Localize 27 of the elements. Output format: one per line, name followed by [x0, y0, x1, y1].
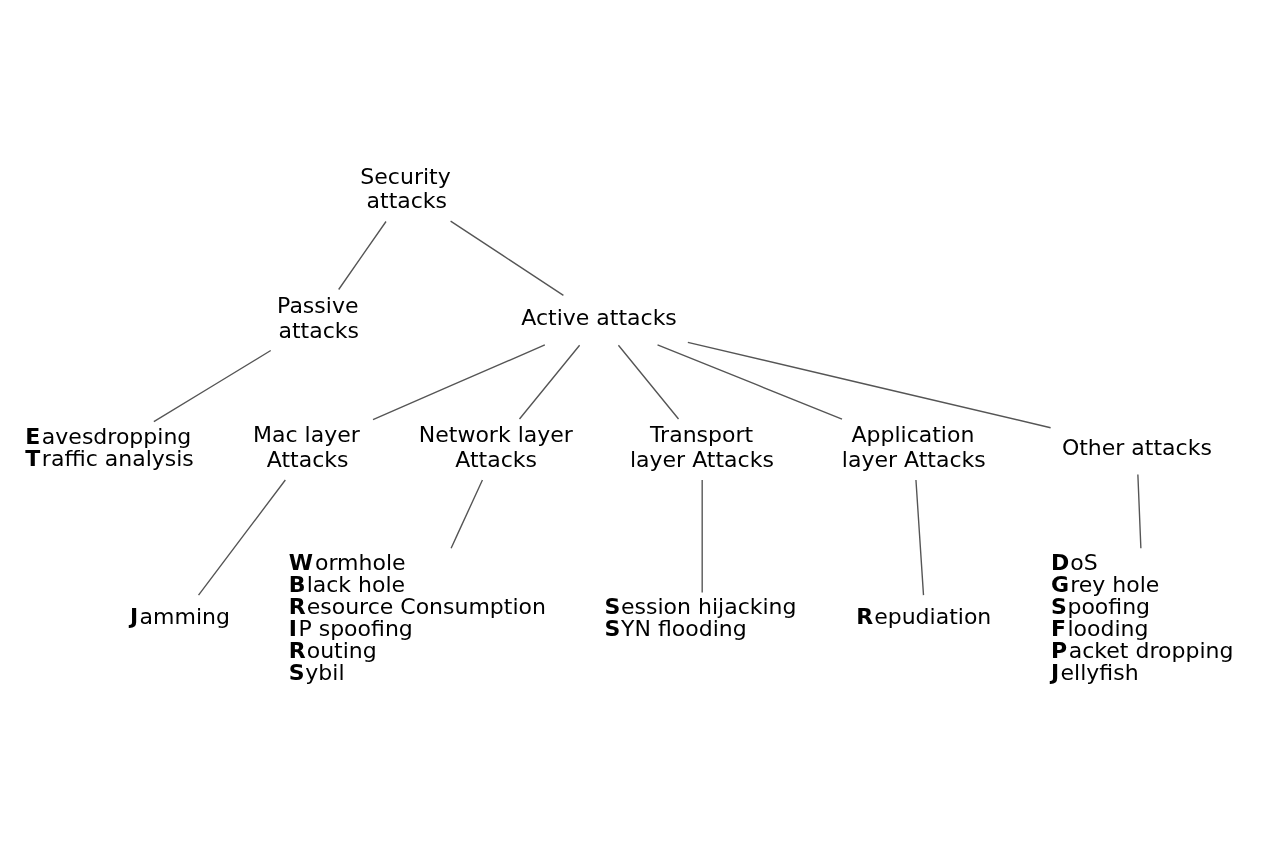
- node-text: Wormhole Black hole Resource Consumption IP spoofing Routing Sybil: [288, 549, 546, 685]
- connector: [338, 220, 387, 290]
- node-text: Mac layer Attacks: [253, 421, 360, 472]
- connector: [915, 478, 925, 596]
- node-text: Active attacks: [521, 304, 677, 330]
- connector: [153, 349, 272, 422]
- connector: [372, 343, 546, 420]
- connector: [687, 341, 1052, 428]
- node-text: Security attacks: [360, 163, 451, 213]
- connector: [450, 478, 484, 549]
- connector: [197, 478, 286, 596]
- node-text: Network layer Attacks: [418, 421, 573, 472]
- node-text: Application layer Attacks: [841, 421, 986, 472]
- node-text: Passive attacks: [277, 292, 360, 343]
- connector: [518, 344, 581, 420]
- node-text: Session hijacking SYN flooding: [604, 593, 797, 641]
- connector: [1137, 473, 1142, 549]
- node-text: DoS Grey hole Spoofing Flooding Packet dropping Jellyfish: [1050, 549, 1234, 685]
- node-text: Other attacks: [1061, 434, 1212, 460]
- connector: [656, 343, 843, 420]
- node-text: Transport layer Attacks: [629, 421, 774, 472]
- connector: [701, 478, 703, 593]
- connector: [449, 220, 565, 296]
- connector: [617, 344, 680, 420]
- node-text: Jamming: [129, 603, 230, 629]
- node-text: Repudiation: [856, 603, 992, 629]
- node-text: Eavesdropping Traffic analysis: [25, 423, 194, 471]
